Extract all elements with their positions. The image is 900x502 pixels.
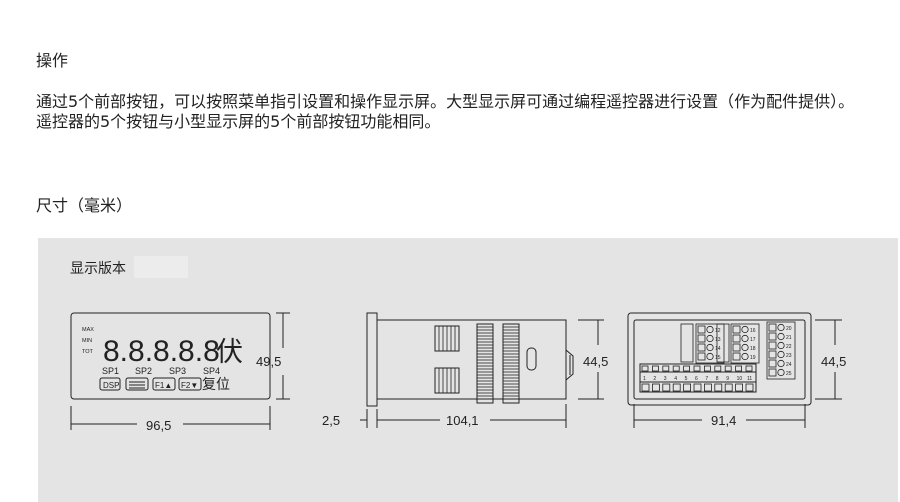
- terminal-number: 21: [786, 335, 792, 341]
- setpoint-sp2: SP2: [135, 366, 152, 376]
- f2-down-button: F2▼: [181, 381, 198, 390]
- setpoint-sp4: SP4: [203, 366, 220, 376]
- terminal-number: 14: [715, 346, 721, 352]
- rear-height-label: 44,5: [821, 354, 846, 369]
- terminal-number: 23: [786, 353, 792, 359]
- indicator-tot: TOT: [82, 349, 94, 355]
- terminal-number: 10: [737, 376, 743, 382]
- front-view: [70, 312, 290, 430]
- side-view: [360, 312, 604, 428]
- section-title-operation: 操作: [36, 51, 69, 70]
- terminal-number: 18: [750, 346, 756, 352]
- terminal-number: 7: [705, 376, 708, 382]
- terminal-number: 2: [653, 376, 656, 382]
- rear-view: [627, 312, 842, 428]
- terminal-number: 15: [715, 355, 721, 361]
- front-height-label: 49,5: [256, 354, 281, 369]
- f1-up-button: F1▲: [155, 381, 172, 390]
- terminal-number: 6: [695, 376, 698, 382]
- display-digits: 8.8.8.8.8: [103, 335, 220, 368]
- indicator-min: MIN: [82, 338, 92, 344]
- terminal-number: 17: [750, 337, 756, 343]
- side-offset-label: 2,5: [322, 413, 340, 428]
- operation-paragraph: 通过5个前部按钮，可以按照菜单指引设置和操作显示屏。大型显示屏可通过编程遥控器进…: [36, 92, 855, 131]
- panel-title: 显示版本: [70, 261, 126, 277]
- section-title-dimensions: 尺寸（毫米）: [36, 196, 133, 215]
- terminal-number: 25: [786, 371, 792, 377]
- rear-width-label: 91,4: [711, 413, 736, 428]
- terminal-number: 20: [786, 326, 792, 332]
- terminal-number: 11: [747, 376, 752, 382]
- setpoint-sp1: SP1: [102, 366, 119, 376]
- terminal-number: 16: [750, 328, 756, 334]
- terminal-number: 13: [715, 337, 721, 343]
- terminal-number: 5: [685, 376, 688, 382]
- front-width-label: 96,5: [146, 418, 171, 433]
- terminal-number: 24: [786, 362, 792, 368]
- terminal-number: 8: [716, 376, 719, 382]
- reset-label: 复位: [202, 376, 230, 392]
- display-unit: 伏: [216, 337, 243, 367]
- terminal-number: 19: [750, 355, 756, 361]
- terminal-number: 4: [674, 376, 677, 382]
- side-depth-label: 104,1: [446, 413, 479, 428]
- indicator-max: MAX: [82, 327, 94, 333]
- terminal-number: 22: [786, 344, 792, 350]
- dsp-button: DSP: [103, 381, 119, 390]
- side-view-vent-slots: [434, 323, 520, 404]
- setpoint-sp3: SP3: [169, 366, 186, 376]
- terminal-number: 12: [715, 328, 721, 334]
- terminal-number: 1: [643, 376, 646, 382]
- terminal-number: 3: [664, 376, 667, 382]
- terminal-number: 9: [726, 376, 729, 382]
- side-height-label: 44,5: [583, 354, 608, 369]
- panel-title-highlight: [134, 256, 188, 278]
